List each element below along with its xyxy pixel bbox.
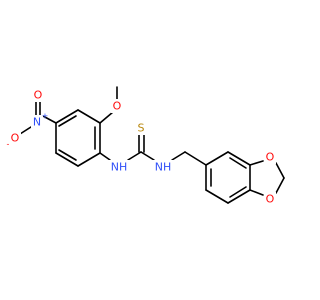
atom-o-dioxole-top: O [266,151,275,164]
charge-n-nitro: + [42,112,49,121]
atom-nh-right: NH [155,161,172,174]
bond-nh-ch2 [171,151,186,161]
ring-a-bond-5 [55,109,79,124]
dioxole-bond-4 [249,189,264,196]
ring-a-bond-3-inner [58,149,77,161]
ring-b-bond-2 [227,151,251,166]
atom-labels: O N + O O - S NH NH O O [7,88,276,206]
bond-ch2-ring [184,151,207,166]
ring-b-bond-1 [205,151,229,166]
ring-b-bond-5 [205,189,229,204]
molecule-structure: O N + O O - S NH NH O O [7,86,285,206]
bond-ring-nh [99,152,111,161]
dioxole-bond-2 [275,162,285,179]
ring-a-bond-6 [77,109,101,124]
bond-c-nh [140,151,155,161]
atom-s-thione: S [138,122,145,135]
bonds [19,86,285,204]
atom-o-nitro-left: O [11,132,20,145]
ring-a-bond-2 [77,152,101,167]
bond-o-ring [99,111,114,124]
bond-ring-nitro [42,115,57,124]
atom-nh-left: NH [111,161,128,174]
bond-nitro-o-left [19,126,32,135]
ring-a-bond-5-inner [58,115,77,127]
atom-o-nitro-top: O [34,89,43,102]
atom-o-dioxole-bottom: O [266,193,275,206]
charge-o-nitro-left: - [7,140,10,149]
ring-b-bond-4 [227,189,251,204]
dioxole-bond-1 [249,160,264,166]
dioxole-bond-3 [275,177,285,194]
bond-nh-c [127,151,142,161]
ring-a-bond-3 [55,152,79,167]
atom-n-nitro: N [33,116,41,129]
ring-b-bond-2-inner [229,157,247,169]
ring-b-bond-4-inner [229,186,247,198]
atom-o-methoxy: O [113,100,122,113]
